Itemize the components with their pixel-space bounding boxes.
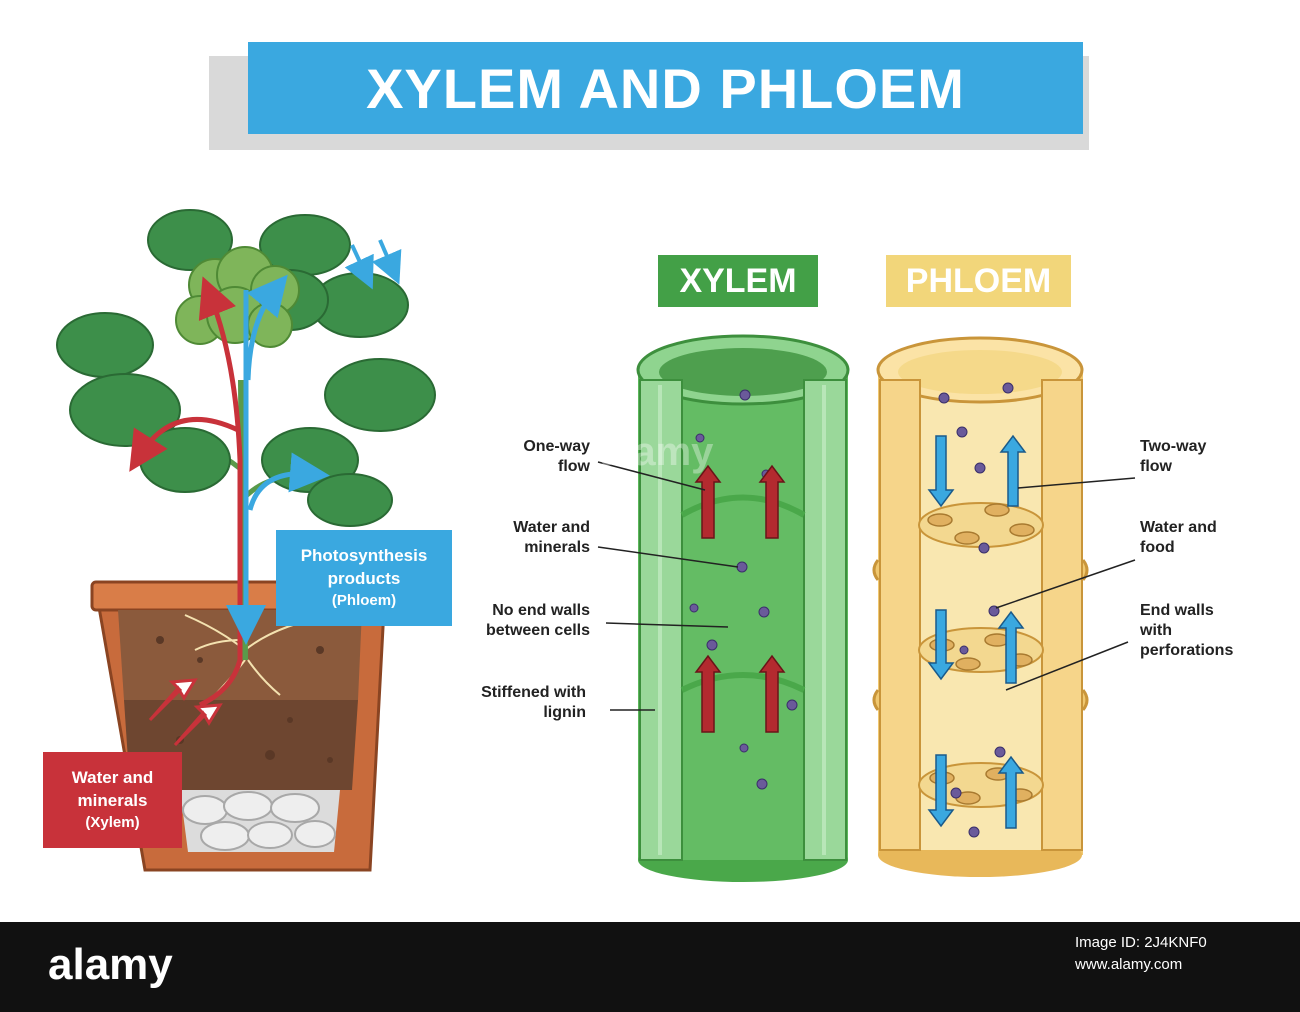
- label-line: food: [1140, 539, 1175, 556]
- title-banner: XYLEM AND PHLOEM: [248, 42, 1083, 134]
- label-line: Water and: [513, 519, 590, 536]
- label-line: lignin: [543, 704, 586, 721]
- label-line: perforations: [1140, 642, 1234, 659]
- phloem-box-line1: Photosynthesis: [300, 546, 428, 565]
- phloem-label-end-walls: End walls with perforations: [1140, 601, 1280, 661]
- label-line: Two-way: [1140, 438, 1207, 455]
- xylem-label-no-end-walls: No end walls between cells: [430, 601, 590, 641]
- phloem-box-line2: products: [327, 569, 401, 588]
- phloem-header: PHLOEM: [886, 255, 1071, 307]
- phloem-label-two-way-flow: Two-way flow: [1140, 437, 1280, 477]
- xylem-water-box: Water and minerals (Xylem): [43, 752, 182, 848]
- xylem-box-line1: Water and: [71, 768, 154, 787]
- xylem-header: XYLEM: [658, 255, 818, 307]
- xylem-label-one-way-flow: One-way flow: [430, 437, 590, 477]
- label-line: Stiffened with: [481, 684, 586, 701]
- phloem-label-water-food: Water and food: [1140, 518, 1280, 558]
- label-line: with: [1140, 622, 1172, 639]
- label-line: flow: [558, 458, 590, 475]
- watermark-logo: alamy: [48, 940, 173, 989]
- xylem-box-line3: (Xylem): [85, 814, 140, 831]
- label-line: End walls: [1140, 602, 1214, 619]
- label-line: No end walls: [492, 602, 590, 619]
- xylem-label-water-minerals: Water and minerals: [430, 518, 590, 558]
- image-id-text: Image ID: 2J4KNF0: [1075, 934, 1207, 951]
- xylem-label-lignin: Stiffened with lignin: [430, 683, 586, 723]
- phloem-products-box: Photosynthesis products (Phloem): [276, 530, 452, 626]
- label-line: One-way: [523, 438, 590, 455]
- leader-lines: [597, 461, 1136, 711]
- xylem-box-line2: minerals: [77, 791, 148, 810]
- site-text: www.alamy.com: [1075, 956, 1183, 973]
- watermark-bar: [0, 922, 1300, 1012]
- xylem-tube-illustration: [636, 334, 850, 882]
- label-line: minerals: [524, 539, 590, 556]
- label-line: flow: [1140, 458, 1172, 475]
- phloem-box-line3: (Phloem): [331, 592, 397, 609]
- page-title: XYLEM AND PHLOEM: [366, 56, 965, 120]
- label-line: Water and: [1140, 519, 1217, 536]
- label-line: between cells: [485, 622, 590, 639]
- watermark-center: alamy: [600, 430, 714, 474]
- watermark-info: Image ID: 2J4KNF0 www.alamy.com: [1075, 932, 1207, 976]
- phloem-tube-illustration: [872, 336, 1089, 877]
